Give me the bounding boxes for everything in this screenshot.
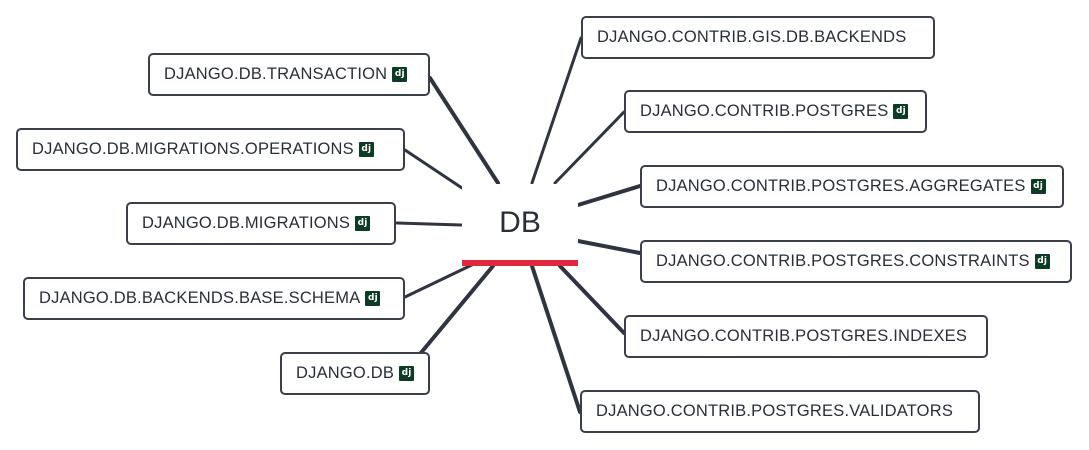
- connector-line: [395, 221, 463, 227]
- module-node-label: DJANGO.CONTRIB.POSTGRES.AGGREGATES: [656, 177, 1026, 196]
- connector-line: [530, 36, 583, 185]
- connector-line: [403, 148, 464, 190]
- center-node[interactable]: DB: [462, 184, 578, 266]
- django-logo-icon: dj: [893, 104, 909, 119]
- django-logo-icon: dj: [392, 67, 408, 82]
- django-logo-icon: dj: [358, 142, 374, 157]
- center-node-underline: [462, 260, 578, 266]
- module-node-label: DJANGO.DB.MIGRATIONS.OPERATIONS: [32, 140, 354, 159]
- module-node-label: DJANGO.DB: [296, 364, 395, 383]
- module-node[interactable]: DJANGO.CONTRIB.POSTGRES.INDEXES: [624, 315, 988, 358]
- module-node[interactable]: DJANGO.CONTRIB.POSTGRES.VALIDATORS: [580, 390, 980, 433]
- module-node-label: DJANGO.CONTRIB.POSTGRES.VALIDATORS: [596, 402, 954, 421]
- module-node-label: DJANGO.DB.BACKENDS.BASE.SCHEMA: [39, 289, 361, 308]
- connector-line: [576, 184, 642, 207]
- module-node-label: DJANGO.CONTRIB.POSTGRES: [640, 102, 889, 121]
- module-node[interactable]: DJANGO.CONTRIB.POSTGRES.AGGREGATES dj: [640, 165, 1064, 208]
- module-node-label: DJANGO.CONTRIB.POSTGRES.CONSTRAINTS: [656, 252, 1030, 271]
- center-node-label: DB: [499, 206, 541, 239]
- module-node-label: DJANGO.DB.MIGRATIONS: [142, 214, 351, 233]
- module-node[interactable]: DJANGO.CONTRIB.GIS.DB.BACKENDS: [581, 16, 935, 59]
- module-node-label: DJANGO.CONTRIB.POSTGRES.INDEXES: [640, 327, 968, 346]
- module-node[interactable]: DJANGO.DB.TRANSACTION dj: [148, 53, 430, 96]
- module-node[interactable]: DJANGO.DB.MIGRATIONS.OPERATIONS dj: [16, 128, 405, 171]
- django-logo-icon: dj: [399, 366, 415, 381]
- connector-line: [418, 264, 495, 356]
- connector-line: [403, 260, 480, 299]
- django-logo-icon: dj: [1034, 254, 1050, 269]
- connector-line: [558, 264, 626, 335]
- module-node[interactable]: DJANGO.DB.BACKENDS.BASE.SCHEMA dj: [23, 277, 405, 320]
- connector-line: [428, 76, 500, 185]
- module-node[interactable]: DJANGO.CONTRIB.POSTGRES.CONSTRAINTS dj: [640, 240, 1072, 283]
- module-node[interactable]: DJANGO.DB dj: [280, 352, 430, 395]
- connector-line: [530, 264, 582, 414]
- connector-line: [553, 110, 626, 185]
- module-node[interactable]: DJANGO.DB.MIGRATIONS dj: [126, 202, 396, 245]
- module-node-label: DJANGO.CONTRIB.GIS.DB.BACKENDS: [597, 28, 907, 47]
- django-logo-icon: dj: [365, 291, 381, 306]
- connector-line: [576, 239, 642, 255]
- django-logo-icon: dj: [1030, 179, 1046, 194]
- django-logo-icon: dj: [355, 216, 371, 231]
- module-node[interactable]: DJANGO.CONTRIB.POSTGRES dj: [624, 90, 927, 133]
- module-node-label: DJANGO.DB.TRANSACTION: [164, 65, 388, 84]
